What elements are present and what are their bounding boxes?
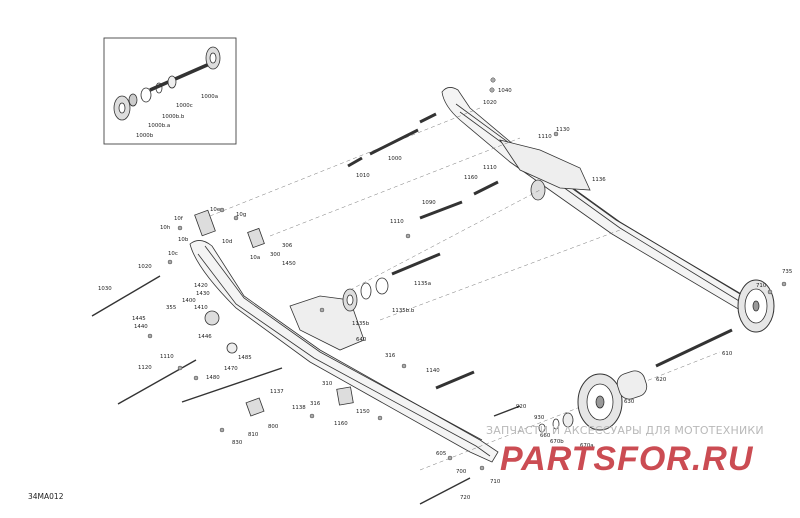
callout-720: 720 [460, 495, 471, 501]
callout-605: 605 [436, 451, 447, 457]
cross-shafts [347, 112, 733, 390]
callout-310: 310 [322, 381, 333, 387]
rear-idler-wheel-left [577, 370, 648, 431]
callout-355: 355 [166, 305, 177, 311]
stopper-310 [336, 386, 354, 406]
watermark-logo: PARTSFOR.RU [500, 440, 754, 478]
callout-1040: 1040 [498, 88, 512, 94]
callout-1000a: 1000a [201, 94, 219, 100]
rear-idler-wheel-right [737, 279, 775, 333]
callout-10g: 10g [236, 212, 247, 218]
callout-710a: 710 [756, 283, 767, 289]
idler-wheel-1136 [530, 179, 546, 201]
watermark-tagline: ЗАПЧАСТИ И АКСЕССУАРЫ ДЛЯ МОТОТЕХНИКИ [486, 424, 764, 437]
callout-1410: 1410 [194, 305, 208, 311]
callout-1440: 1440 [134, 324, 148, 330]
callout-640: 640 [356, 337, 367, 343]
rail-tip-10 [194, 209, 216, 237]
callout-630: 630 [624, 399, 635, 405]
bearing-1135b [342, 277, 389, 312]
inset-axle-assembly [113, 46, 221, 121]
callout-1110b: 1110 [483, 165, 497, 171]
callout-1010: 1010 [356, 173, 370, 179]
callout-1020b: 1020 [138, 264, 152, 270]
callout-710b: 710 [490, 479, 501, 485]
callout-1030: 1030 [98, 286, 112, 292]
callout-306: 306 [282, 243, 293, 249]
callout-10f: 10f [174, 216, 183, 222]
callout-1135a: 1135a [414, 281, 432, 287]
callout-1136: 1136 [592, 177, 606, 183]
callout-316a: 316 [385, 353, 396, 359]
watermark-logo-text: PARTSFOR.RU [500, 440, 754, 478]
callout-1140: 1140 [426, 368, 440, 374]
stopper-300 [247, 227, 265, 249]
callout-1120: 1120 [138, 365, 152, 371]
callout-1160a: 1160 [464, 175, 478, 181]
callout-10d: 10d [222, 239, 233, 245]
inset-detail-frame [103, 37, 237, 145]
callout-800: 800 [268, 424, 279, 430]
callout-1000bb: 1000b.b [162, 114, 185, 120]
idler-wheel-1400 [204, 310, 220, 326]
callout-1110c: 1110 [390, 219, 404, 225]
callout-930: 930 [534, 415, 545, 421]
callout-1485: 1485 [238, 355, 252, 361]
small-fasteners [147, 77, 787, 471]
callout-1000ba: 1000b.a [148, 123, 171, 129]
long-bolts [91, 275, 521, 505]
callout-1000c: 1000c [176, 103, 193, 109]
diagram-code: 34MA012 [28, 492, 64, 501]
callout-10b: 10b [178, 237, 189, 243]
callout-1445: 1445 [132, 316, 146, 322]
callout-1135bb: 1135b.b [392, 308, 415, 314]
bracket-810 [245, 397, 265, 417]
callout-1130: 1130 [556, 127, 570, 133]
callout-1137: 1137 [270, 389, 284, 395]
callout-670b: 670b [550, 439, 564, 445]
callout-1420: 1420 [194, 283, 208, 289]
callout-1138: 1138 [292, 405, 306, 411]
bushing-1445 [226, 342, 238, 354]
callout-1090: 1090 [422, 200, 436, 206]
callout-1480: 1480 [206, 375, 220, 381]
callout-1160b: 1160 [334, 421, 348, 427]
callout-700: 700 [456, 469, 467, 475]
callout-316b: 316 [310, 401, 321, 407]
callout-300: 300 [270, 252, 281, 258]
callout-1000: 1000 [388, 156, 402, 162]
callout-10a: 10a [250, 255, 261, 261]
callout-10c: 10c [168, 251, 178, 257]
callout-660: 660 [540, 433, 551, 439]
callout-810: 810 [248, 432, 259, 438]
callout-10h: 10h [160, 225, 171, 231]
callout-920: 920 [516, 404, 527, 410]
callout-620: 620 [656, 377, 667, 383]
callout-1020: 1020 [483, 100, 497, 106]
callout-1110a: 1110 [538, 134, 552, 140]
callout-735: 735 [782, 269, 793, 275]
callout-1430: 1430 [196, 291, 210, 297]
callout-1110d: 1110 [160, 354, 174, 360]
callout-610: 610 [722, 351, 733, 357]
callout-1446: 1446 [198, 334, 212, 340]
callout-830: 830 [232, 440, 243, 446]
callout-10e: 10e [210, 207, 221, 213]
callout-1400: 1400 [182, 298, 196, 304]
callout-1000b: 1000b [136, 133, 154, 139]
callout-670a: 670a [580, 443, 594, 449]
callout-1135b: 1135b [352, 321, 370, 327]
right-slide-rail [441, 87, 753, 311]
callout-1150: 1150 [356, 409, 370, 415]
callout-1450: 1450 [282, 261, 296, 267]
left-slide-rail [189, 240, 499, 463]
callout-1470: 1470 [224, 366, 238, 372]
